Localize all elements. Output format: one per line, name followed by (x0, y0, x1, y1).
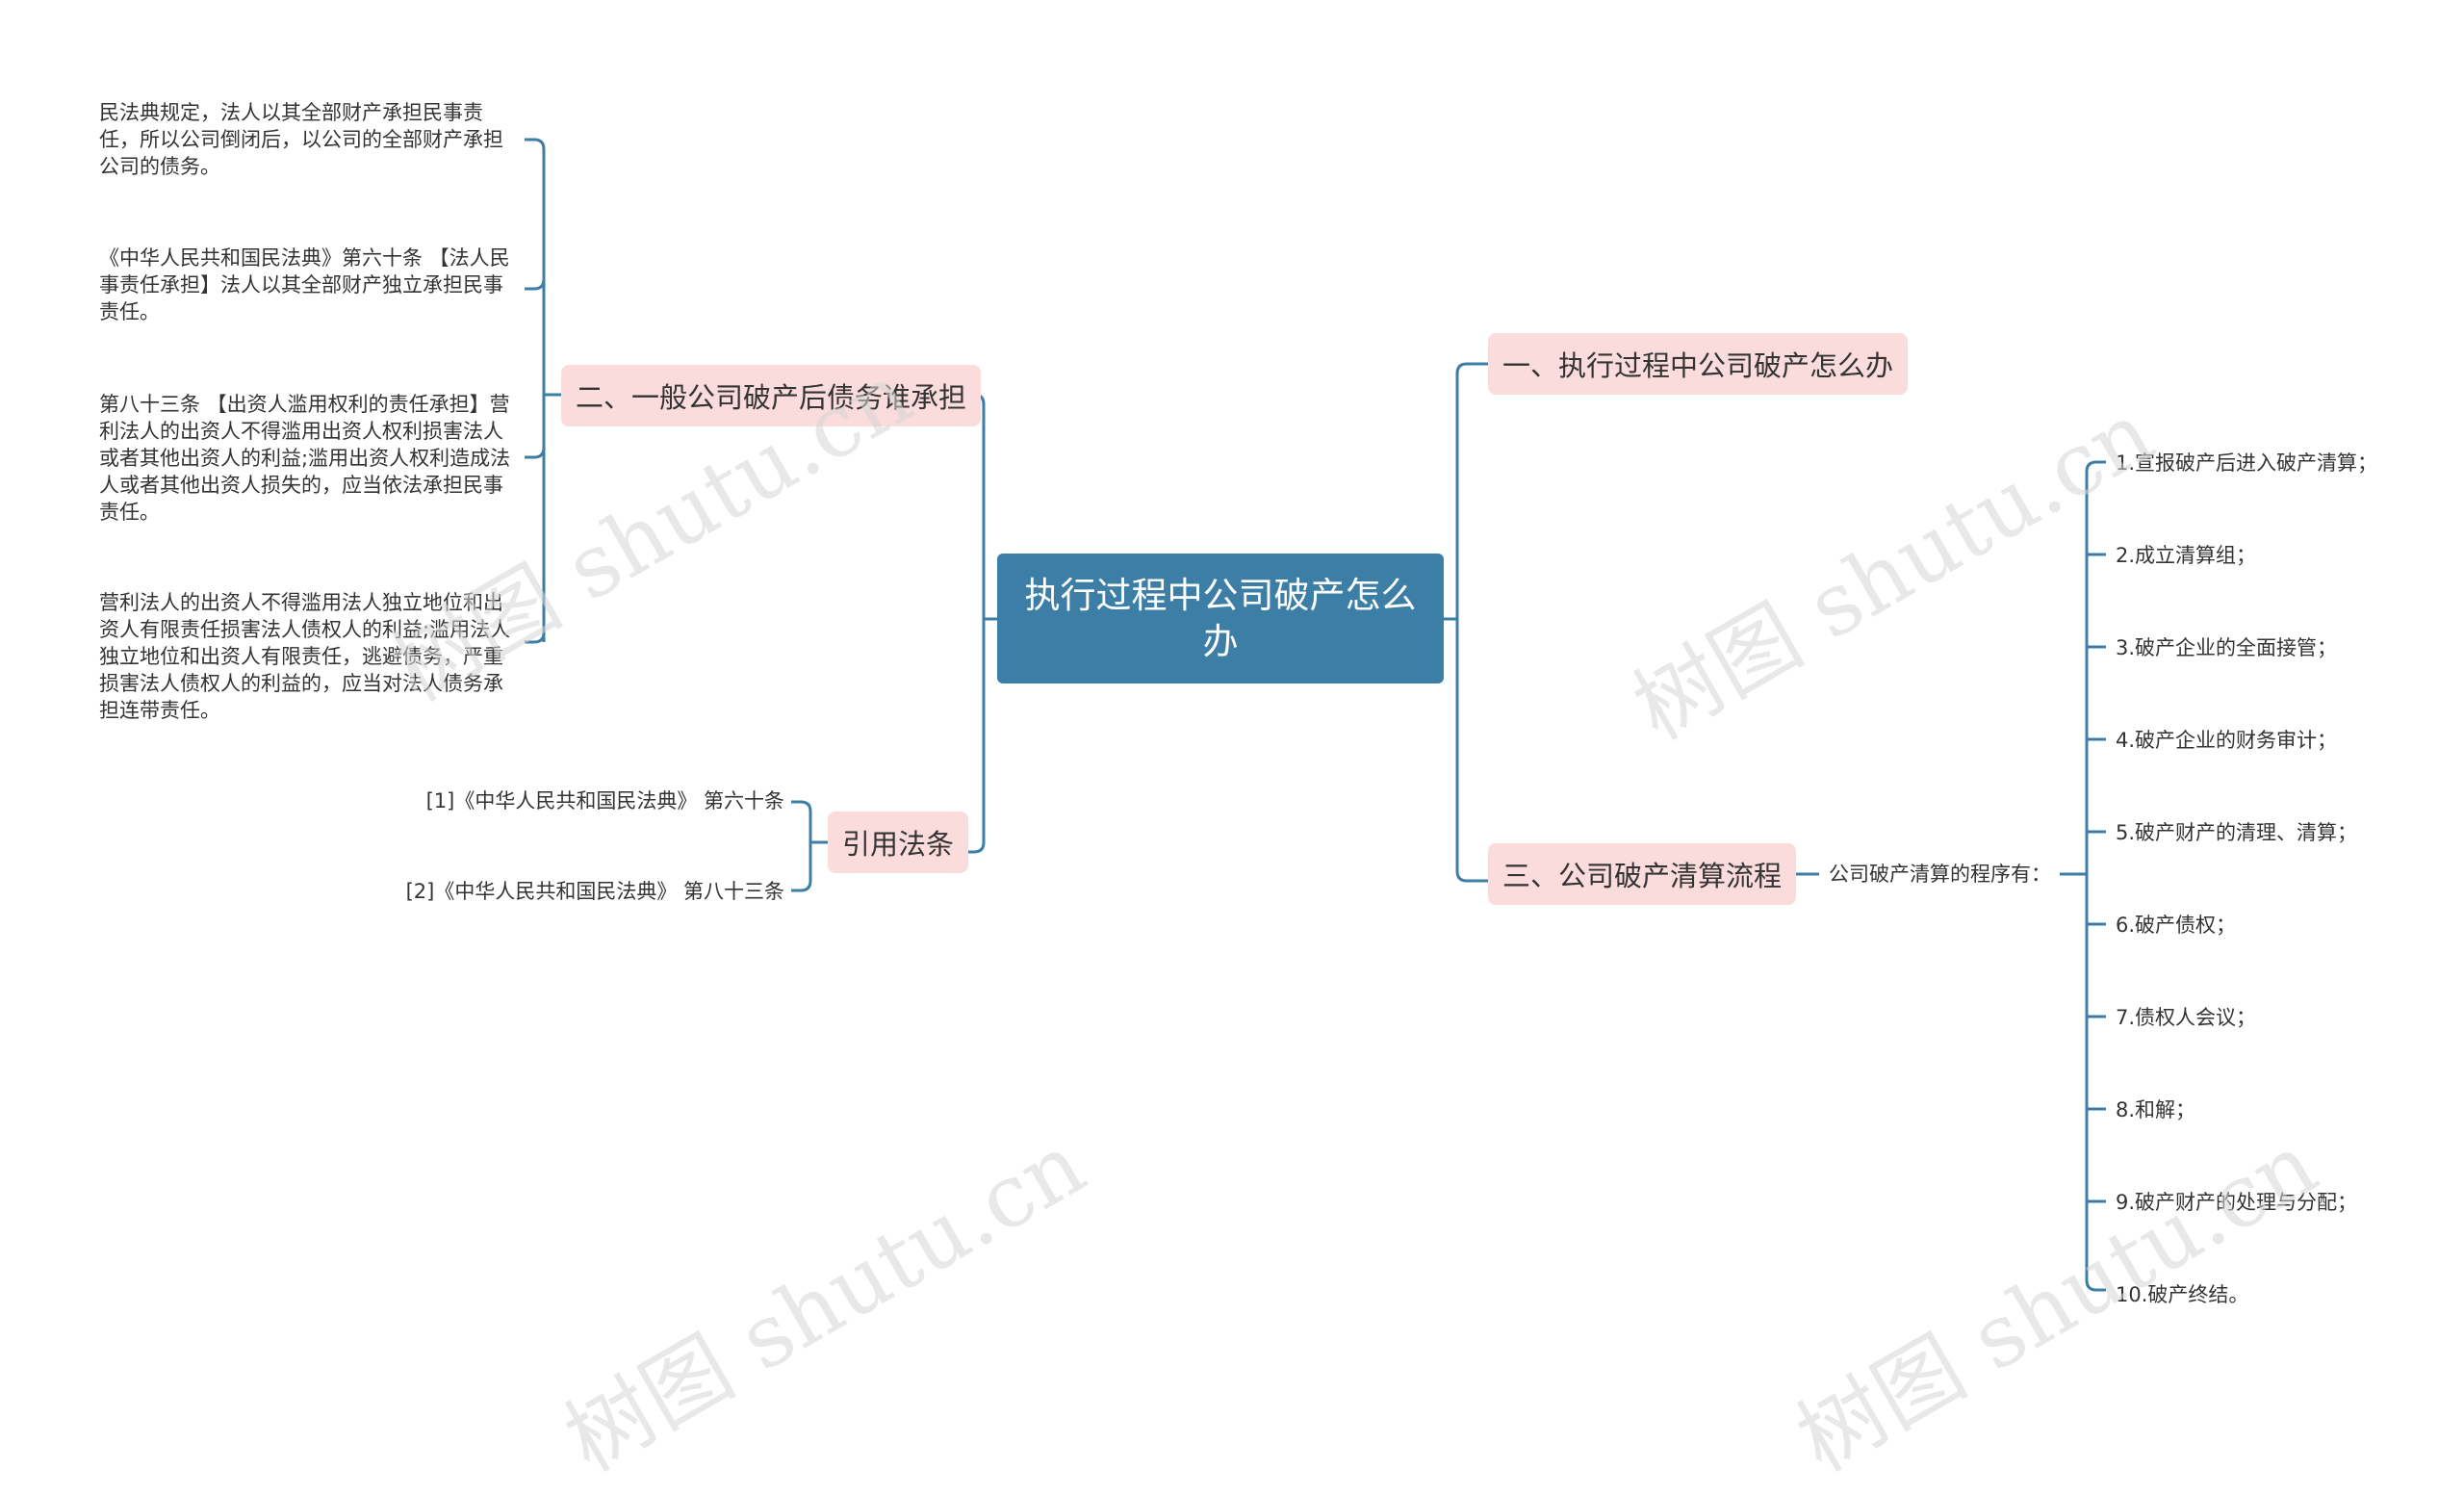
process-sub-label: 公司破产清算的程序有： (1829, 863, 2051, 886)
branch-howto-label: 一、执行过程中公司破产怎么办 (1502, 349, 1894, 382)
step-item: 3.破产企业的全面接管； (2116, 636, 2338, 659)
root-title: 执行过程中公司破产怎么办 (1024, 574, 1417, 662)
leaf-liability-1: 民法典规定，法人以其全部财产承担民事责任，所以公司倒闭后，以公司的全部财产承担公… (99, 101, 503, 178)
step-item: 1.宣报破产后进入破产清算； (2116, 451, 2378, 475)
step-item: 10.破产终结。 (2116, 1283, 2249, 1306)
branch-process[interactable]: 三、公司破产清算流程 (1488, 843, 1797, 905)
leaf-citation-1: [1]《中华人民共和国民法典》 第六十条 (425, 789, 784, 812)
mindmap-canvas: 执行过程中公司破产怎么办 二、一般公司破产后债务谁承担 引用法条 民法典规定，法… (99, 101, 2378, 1491)
connector-citations (791, 800, 828, 892)
step-item: 7.债权人会议； (2116, 1006, 2257, 1029)
branch-howto[interactable]: 一、执行过程中公司破产怎么办 (1488, 333, 1909, 395)
connector-lines (525, 138, 2106, 1292)
leaf-liability-3: 第八十三条 【出资人滥用权利的责任承担】营利法人的出资人不得滥用出资人权利损害法… (99, 393, 511, 524)
step-item: 6.破产债权； (2116, 914, 2237, 937)
branch-liability[interactable]: 二、一般公司破产后债务谁承担 (561, 365, 982, 426)
connector-root-left (961, 393, 997, 854)
connector-steps (2060, 460, 2106, 1292)
leaf-liability-2: 《中华人民共和国民法典》第六十条 【法人民事责任承担】法人以其全部财产独立承担民… (99, 246, 510, 323)
leaf-citation-2: [2]《中华人民共和国民法典》 第八十三条 (405, 880, 784, 903)
connector-liability (525, 138, 561, 644)
branch-liability-label: 二、一般公司破产后债务谁承担 (576, 381, 967, 414)
leaf-liability-4: 营利法人的出资人不得滥用法人独立地位和出资人有限责任损害法人债权人的利益;滥用法… (99, 591, 511, 722)
root-node[interactable]: 执行过程中公司破产怎么办 (997, 554, 1444, 683)
step-item: 9.破产财产的处理与分配； (2116, 1191, 2358, 1214)
branch-citations[interactable]: 引用法条 (828, 812, 969, 873)
step-item: 8.和解； (2116, 1098, 2196, 1121)
step-item: 2.成立清算组； (2116, 544, 2257, 567)
connector-root-right (1444, 362, 1488, 883)
branch-process-label: 三、公司破产清算流程 (1502, 860, 1783, 892)
step-item: 4.破产企业的财务审计； (2116, 729, 2338, 752)
branch-citations-label: 引用法条 (842, 828, 955, 861)
step-item: 5.破产财产的清理、清算； (2116, 821, 2358, 844)
